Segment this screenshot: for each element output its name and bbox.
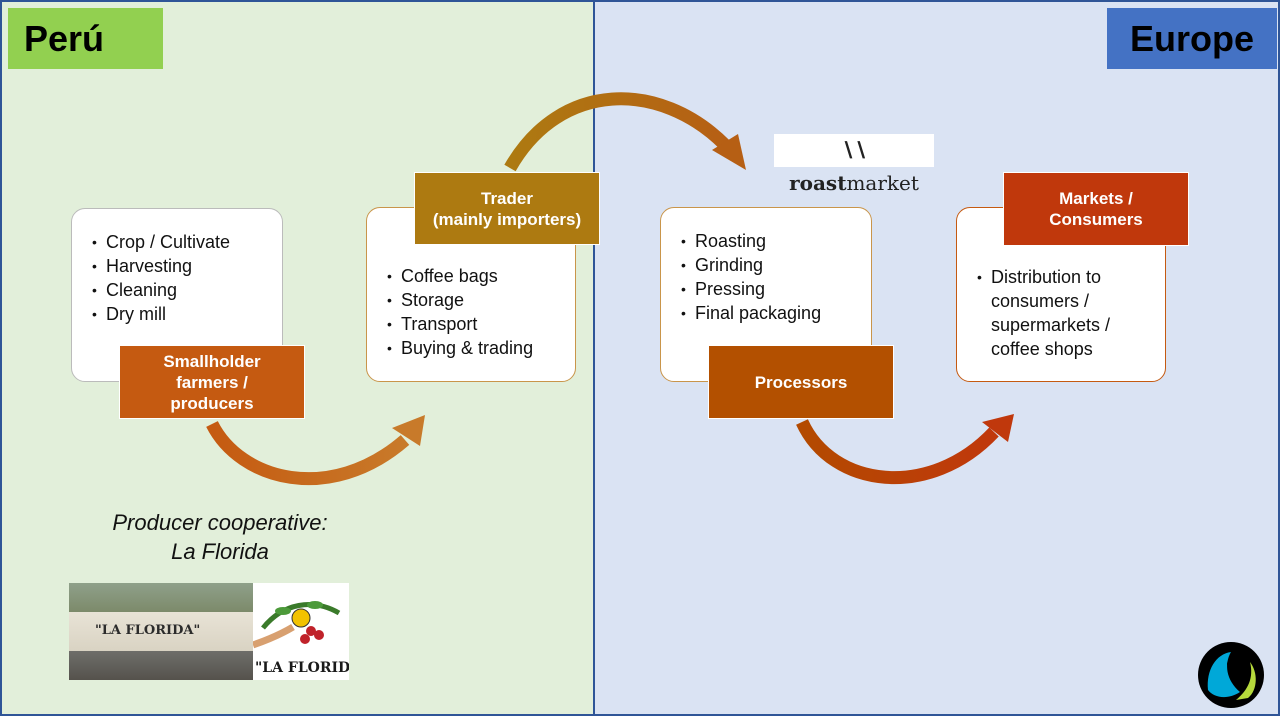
- markets-tag: Markets / Consumers: [1003, 172, 1189, 246]
- list-item: Storage: [385, 288, 533, 312]
- markets-activities: Distribution to consumers / supermarkets /…: [975, 265, 1110, 361]
- trader-tag: Trader(mainly importers): [414, 172, 600, 245]
- item-line: Distribution to: [991, 267, 1102, 287]
- tag-line: Processors: [754, 372, 848, 392]
- caption-line: La Florida: [171, 539, 269, 564]
- tag-line: Consumers: [1049, 210, 1143, 229]
- list-item: Buying & trading: [385, 336, 533, 360]
- list-item: Distribution to consumers / supermarkets /…: [975, 265, 1110, 361]
- list-item: Crop / Cultivate: [90, 230, 230, 254]
- caption-line: Producer cooperative:: [112, 510, 328, 535]
- list-item: Transport: [385, 312, 533, 336]
- processors-card: Roasting Grinding Pressing Final packagi…: [660, 207, 872, 382]
- list-item: Grinding: [679, 253, 821, 277]
- peru-label: Perú: [8, 8, 163, 69]
- processors-tag: Processors: [708, 345, 894, 419]
- tag-line: Markets /: [1059, 189, 1133, 208]
- logo-text: "LA FLORIDA": [255, 660, 349, 676]
- coffee-branch-icon: [253, 601, 341, 649]
- list-item: Coffee bags: [385, 264, 533, 288]
- processors-activities: Roasting Grinding Pressing Final packagi…: [679, 229, 821, 325]
- tag-line: (mainly importers): [432, 209, 582, 229]
- cooperative-caption: Producer cooperative: La Florida: [60, 508, 380, 566]
- item-line: consumers /: [991, 291, 1090, 311]
- trader-activities: Coffee bags Storage Transport Buying & t…: [385, 264, 533, 360]
- item-line: supermarkets /: [991, 315, 1111, 335]
- tag-line: Smallholder: [163, 351, 261, 371]
- tag-line: farmers /: [176, 372, 248, 392]
- brand-bold: roast: [789, 171, 847, 195]
- list-item: Cleaning: [90, 278, 230, 302]
- list-item: Roasting: [679, 229, 821, 253]
- list-item: Harvesting: [90, 254, 230, 278]
- tag-line: Trader: [481, 188, 533, 208]
- list-item: Pressing: [679, 277, 821, 301]
- brand-light: market: [846, 171, 919, 195]
- item-line: coffee shops: [991, 339, 1093, 359]
- list-item: Final packaging: [679, 301, 821, 325]
- cooperative-logo: "LA FLORIDA": [253, 583, 349, 680]
- list-item: Dry mill: [90, 302, 230, 326]
- fairtrade-icon: [1198, 642, 1264, 708]
- tag-line: producers: [170, 393, 254, 413]
- farmers-activities: Crop / Cultivate Harvesting Cleaning Dry…: [90, 230, 230, 326]
- cooperative-photo: "LA FLORIDA": [69, 583, 253, 680]
- roastmarket-logo: ∖∖ roastmarket: [774, 134, 934, 195]
- photo-sign-text: "LA FLORIDA": [95, 623, 201, 638]
- europe-label: Europe: [1107, 8, 1277, 69]
